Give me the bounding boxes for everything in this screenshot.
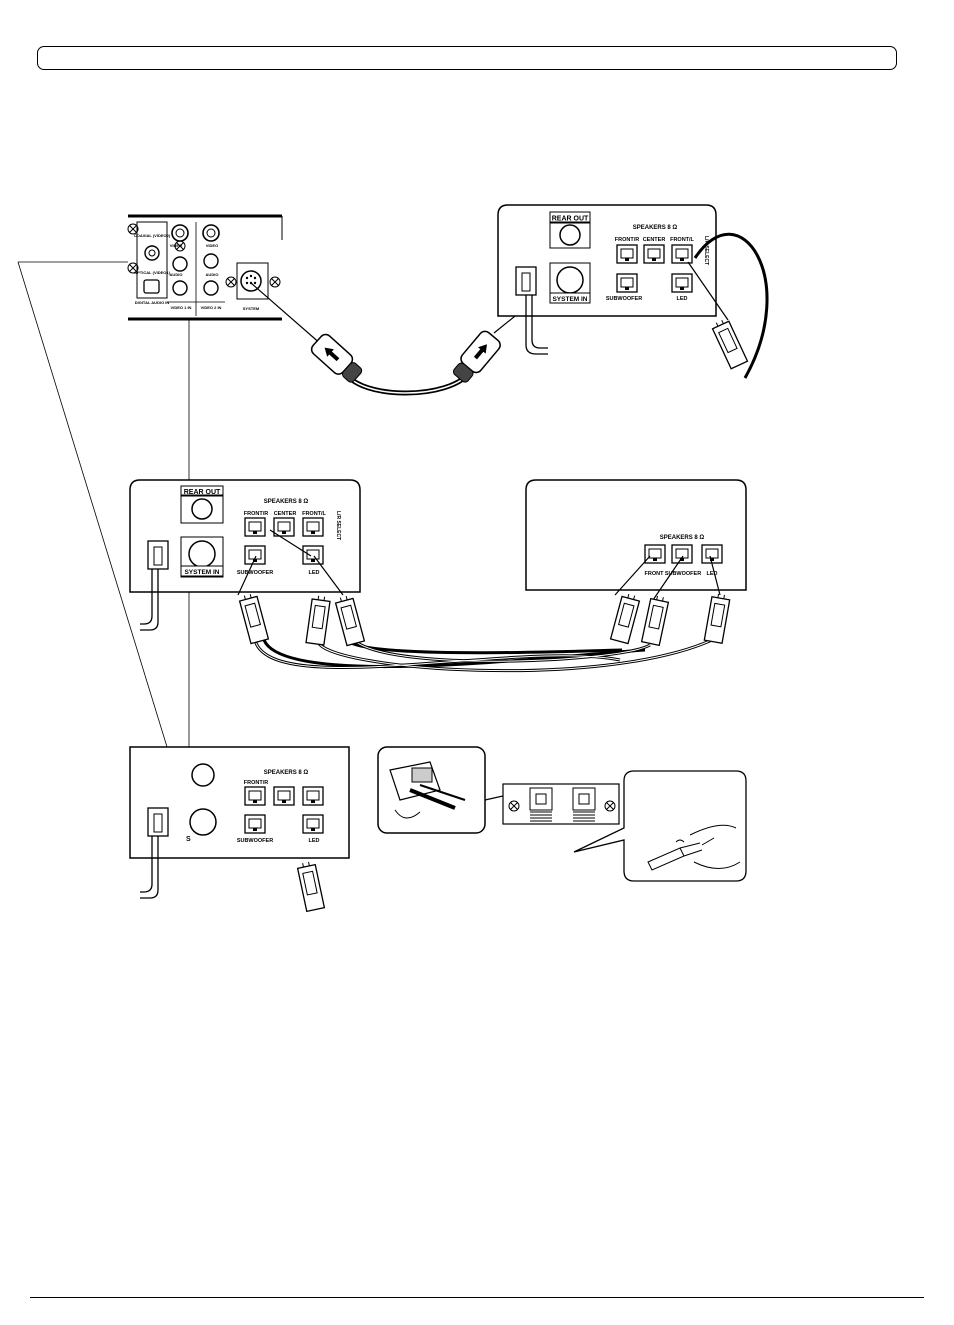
speaker-plug [305,594,332,646]
screw-icon [269,276,281,288]
optical-jack [143,279,160,294]
led-jack [671,273,693,293]
speaker-plug [640,594,670,647]
rear-out-jack [559,224,581,246]
front-l-label: FRONT/L [302,511,326,517]
subwoofer-jack [616,273,638,293]
front-r-label: FRONT/R [244,511,268,517]
system-cable [250,282,557,396]
front-r-jack [244,517,266,537]
terminal-plate [502,783,620,825]
system-plug-right [452,330,501,383]
speaker-plug [710,316,749,370]
system-in-label: SYSTEM IN [184,569,219,576]
coaxial-jack [144,245,160,261]
led-jack [302,545,324,565]
center-label: CENTER [643,237,666,243]
system-in-partial-label: S [186,836,191,843]
speaker-plug [609,591,642,645]
front-l-jack [302,517,324,537]
subwoofer-label: SUBWOOFER [606,296,642,302]
plug-arrow-icon [473,344,487,360]
front-r-label: FRONT/R [615,237,639,243]
led-jack [701,544,723,564]
screw-icon [225,276,237,288]
plug-arrow-icon [324,347,340,362]
speaker-cables [237,529,721,673]
system-in-label: SYSTEM IN [552,296,587,303]
rear-out-jack [191,763,215,787]
optical-label: OPTICAL (VIDEO1) [134,270,171,275]
lr-select-label: L/R SELECT [335,511,341,540]
lr-select-label: L/R SELECT [703,236,709,265]
speaker-plug [237,591,270,645]
system-in-jack [556,266,584,294]
led-label: LED [309,838,320,844]
led-label: LED [309,570,320,576]
system-in-jack [188,540,216,568]
wire-twist-callout [573,770,747,882]
terminal-detail [377,746,620,834]
system-label: SYSTEM [243,306,260,311]
subwoofer-panel-top: REAR OUT SYSTEM IN SPEAKERS 8 Ω FRONT/R … [497,204,769,379]
speaker-plug [333,593,366,647]
subwoofer-jack [671,544,693,564]
rear-out-label: REAR OUT [552,216,589,223]
dvd-rear-panel: COAXIAL (VIDEO2) OPTICAL (VIDEO1) DIGITA… [127,214,283,321]
digital-audio-in-label: DIGITAL AUDIO IN [135,300,170,305]
front-l-jack [671,244,693,264]
center-jack [273,786,295,806]
led-jack [302,814,324,834]
led-label: LED [677,296,688,302]
video2-in-label: VIDEO 2 IN [201,305,222,310]
center-jack [643,244,665,264]
center-jack [273,517,295,537]
subwoofer-jack [244,545,266,565]
front-r-label: FRONT/R [244,780,268,786]
rear-out-jack [191,498,213,520]
subwoofer-label: SUBWOOFER [665,571,701,577]
front-jack [644,544,666,564]
subwoofer-label: SUBWOOFER [237,838,273,844]
speakers-label: SPEAKERS 8 Ω [264,770,309,776]
subwoofer-panel-bottom: S SPEAKERS 8 Ω FRONT/R SUBWOOFER LED [129,746,350,913]
system-plug-left [310,333,363,383]
system-jack [240,270,262,292]
front-label: FRONT [645,571,665,577]
rear-speaker-panel: SPEAKERS 8 Ω FRONT SUBWOOFER LED [525,479,747,591]
bottom-rule [30,1297,924,1298]
audio-label: AUDIO [206,272,219,277]
subwoofer-label: SUBWOOFER [237,570,273,576]
subwoofer-panel-middle: REAR OUT SYSTEM IN SPEAKERS 8 Ω FRONT/R … [129,479,361,631]
video-label: VIDEO [170,243,182,248]
center-label: CENTER [274,511,297,517]
screw-icon [604,800,616,812]
reference-line [17,261,196,839]
video-label: VIDEO [206,243,218,248]
speaker-plug [296,860,326,913]
front-r-jack [244,786,266,806]
video1-in-label: VIDEO 1 IN [171,305,192,310]
front-l-label: FRONT/L [670,237,694,243]
screw-icon [508,800,520,812]
system-in-jack [189,808,217,836]
led-label: LED [707,571,718,577]
audio-label: AUDIO [170,272,183,277]
speakers-label: SPEAKERS 8 Ω [660,535,705,541]
speakers-label: SPEAKERS 8 Ω [264,499,309,505]
speakers-label: SPEAKERS 8 Ω [633,225,678,231]
speaker-plug [703,592,732,644]
subwoofer-jack [244,814,266,834]
coaxial-label: COAXIAL (VIDEO2) [134,233,171,238]
front-r-jack [616,244,638,264]
rear-out-label: REAR OUT [184,489,221,496]
front-l-jack [302,786,324,806]
section-header-bar [37,46,897,70]
